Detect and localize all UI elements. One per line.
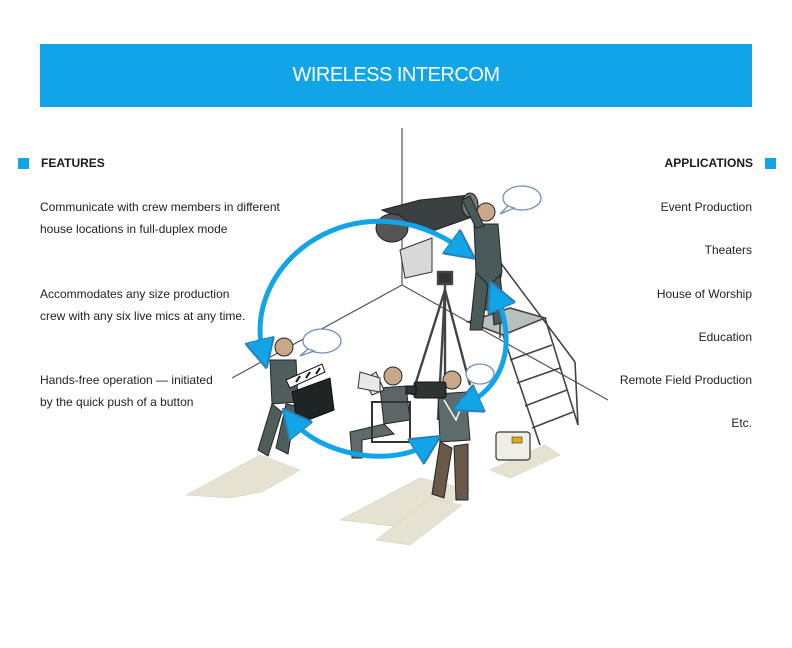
speech-bubble-icon (465, 363, 495, 385)
square-bullet-icon (18, 157, 29, 169)
feature-item: Accommodates any size production crew wi… (40, 283, 290, 327)
features-heading: FEATURES (18, 156, 105, 170)
feature-line: Hands-free operation — initiated (40, 373, 213, 387)
battery-icon (495, 431, 531, 461)
application-item: Theaters (704, 243, 752, 257)
speech-bubble-icon (299, 328, 342, 357)
video-camera-icon (405, 381, 447, 399)
intercom-illustration (184, 128, 609, 546)
application-item: Remote Field Production (619, 373, 752, 387)
page-title: WIRELESS INTERCOM (292, 64, 500, 86)
studio-light-icon (375, 192, 479, 279)
application-item: Etc. (731, 416, 752, 430)
megaphone-icon (357, 371, 381, 393)
feature-line: by the quick push of a button (40, 395, 194, 409)
feature-line: Communicate with crew members in differe… (40, 200, 280, 214)
applications-heading: APPLICATIONS (665, 156, 776, 170)
applications-heading-label: APPLICATIONS (664, 156, 753, 170)
feature-line: Accommodates any size production (40, 287, 230, 301)
feature-item: Hands-free operation — initiated by the … (40, 369, 290, 413)
application-item: House of Worship (656, 287, 752, 301)
square-bullet-icon (765, 157, 776, 169)
feature-item: Communicate with crew members in differe… (40, 196, 290, 240)
features-heading-label: FEATURES (41, 156, 105, 170)
feature-line: crew with any six live mics at any time. (40, 309, 246, 323)
speech-bubble-icon (499, 185, 542, 215)
feature-line: house locations in full-duplex mode (40, 222, 228, 236)
cameraman-figure (431, 370, 471, 501)
double-arrow-icon (260, 218, 506, 456)
application-item: Education (698, 330, 752, 344)
application-item: Event Production (660, 200, 752, 214)
title-banner: WIRELESS INTERCOM (40, 44, 752, 107)
